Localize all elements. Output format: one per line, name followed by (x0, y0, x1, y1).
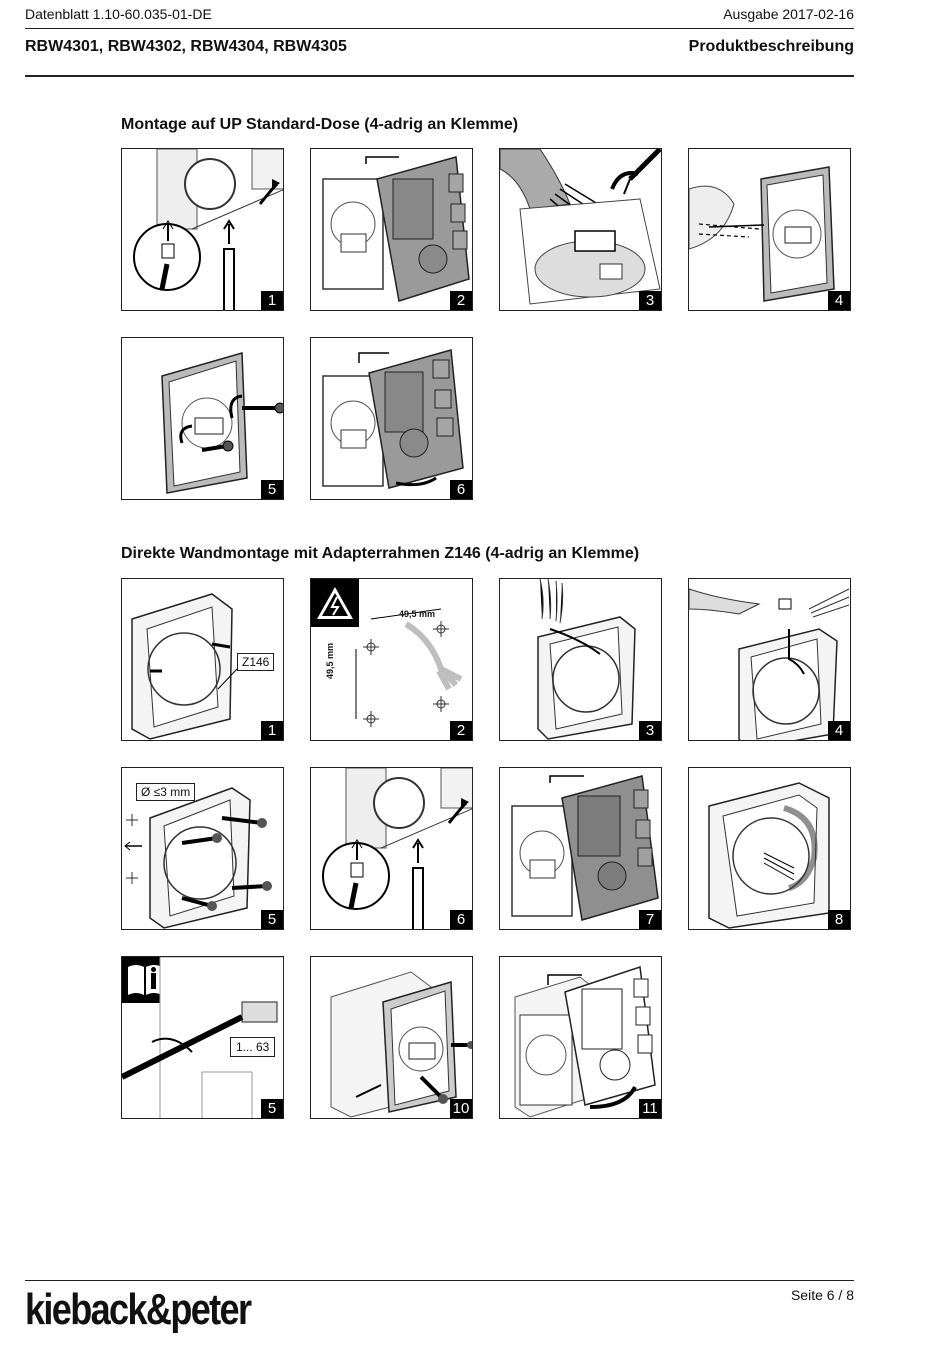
s2-step-8-illustration: 8 (688, 767, 851, 930)
s2-step-10-illustration: 10 (310, 956, 473, 1119)
step-number: 4 (828, 291, 850, 310)
step-number: 4 (828, 721, 850, 740)
dimension-horizontal: 49,5 mm (399, 609, 436, 619)
section2-title: Direkte Wandmontage mit Adapterrahmen Z1… (121, 545, 640, 562)
s2-step-6-illustration: 6 (310, 767, 473, 930)
page-number: Seite 6 / 8 (790, 1287, 854, 1303)
s1-step-3-illustration: 3 (499, 148, 662, 311)
drill-diameter-label: Ø ≤3 mm (136, 783, 196, 801)
step-number: 7 (639, 910, 661, 929)
step-number: 5 (261, 480, 283, 499)
header-divider (25, 28, 854, 29)
step-number: 6 (450, 480, 472, 499)
header-main: RBW4301, RBW4302, RBW4304, RBW4305 Produ… (25, 38, 854, 60)
edition-date: Ausgabe 2017-02-16 (723, 6, 854, 22)
address-range-label: 1... 63 (230, 1037, 276, 1057)
dimension-vertical: 49,5 mm (325, 642, 335, 679)
s1-step-4-illustration: 4 (688, 148, 851, 311)
section1-title: Montage auf UP Standard-Dose (4-adrig an… (121, 116, 519, 133)
step-number: 6 (450, 910, 472, 929)
step-number: 1 (261, 721, 283, 740)
s1-step-2-illustration: 2 (310, 148, 473, 311)
step-number: 2 (450, 721, 472, 740)
step-number: 3 (639, 721, 661, 740)
adapter-label: Z146 (237, 653, 275, 671)
s2-step-4-illustration: 4 (688, 578, 851, 741)
s2-step-5-illustration: Ø ≤3 mm 5 (121, 767, 284, 930)
s1-step-5-illustration: 5 (121, 337, 284, 500)
s2-step-1-illustration: Z146 1 (121, 578, 284, 741)
step-number: 8 (828, 910, 850, 929)
s2-step-7-illustration: 7 (499, 767, 662, 930)
step-number: 3 (639, 291, 661, 310)
model-list: RBW4301, RBW4302, RBW4304, RBW4305 (25, 38, 347, 55)
s2-step-2-illustration: 49,5 mm 49,5 mm 2 (310, 578, 473, 741)
s2-step-3-illustration: 3 (499, 578, 662, 741)
header-divider-thick (25, 75, 854, 77)
footer-divider (25, 1280, 854, 1281)
step-number: 1 (261, 291, 283, 310)
doc-id: Datenblatt 1.10-60.035-01-DE (25, 6, 212, 22)
s1-step-6-illustration: 6 (310, 337, 473, 500)
doc-type: Produktbeschreibung (688, 38, 854, 55)
header-top: Datenblatt 1.10-60.035-01-DE Ausgabe 201… (25, 6, 854, 24)
s2-step-11-illustration: 11 (499, 956, 662, 1119)
step-number: 2 (450, 291, 472, 310)
s2-step-9-illustration: 1... 63 5 (121, 956, 284, 1119)
step-number: 5 (261, 910, 283, 929)
step-number: 10 (450, 1099, 472, 1118)
step-number: 5 (261, 1099, 283, 1118)
step-number: 11 (639, 1099, 661, 1118)
s1-step-1-illustration: 1 (121, 148, 284, 311)
company-logo: kieback&peter (25, 1285, 252, 1334)
